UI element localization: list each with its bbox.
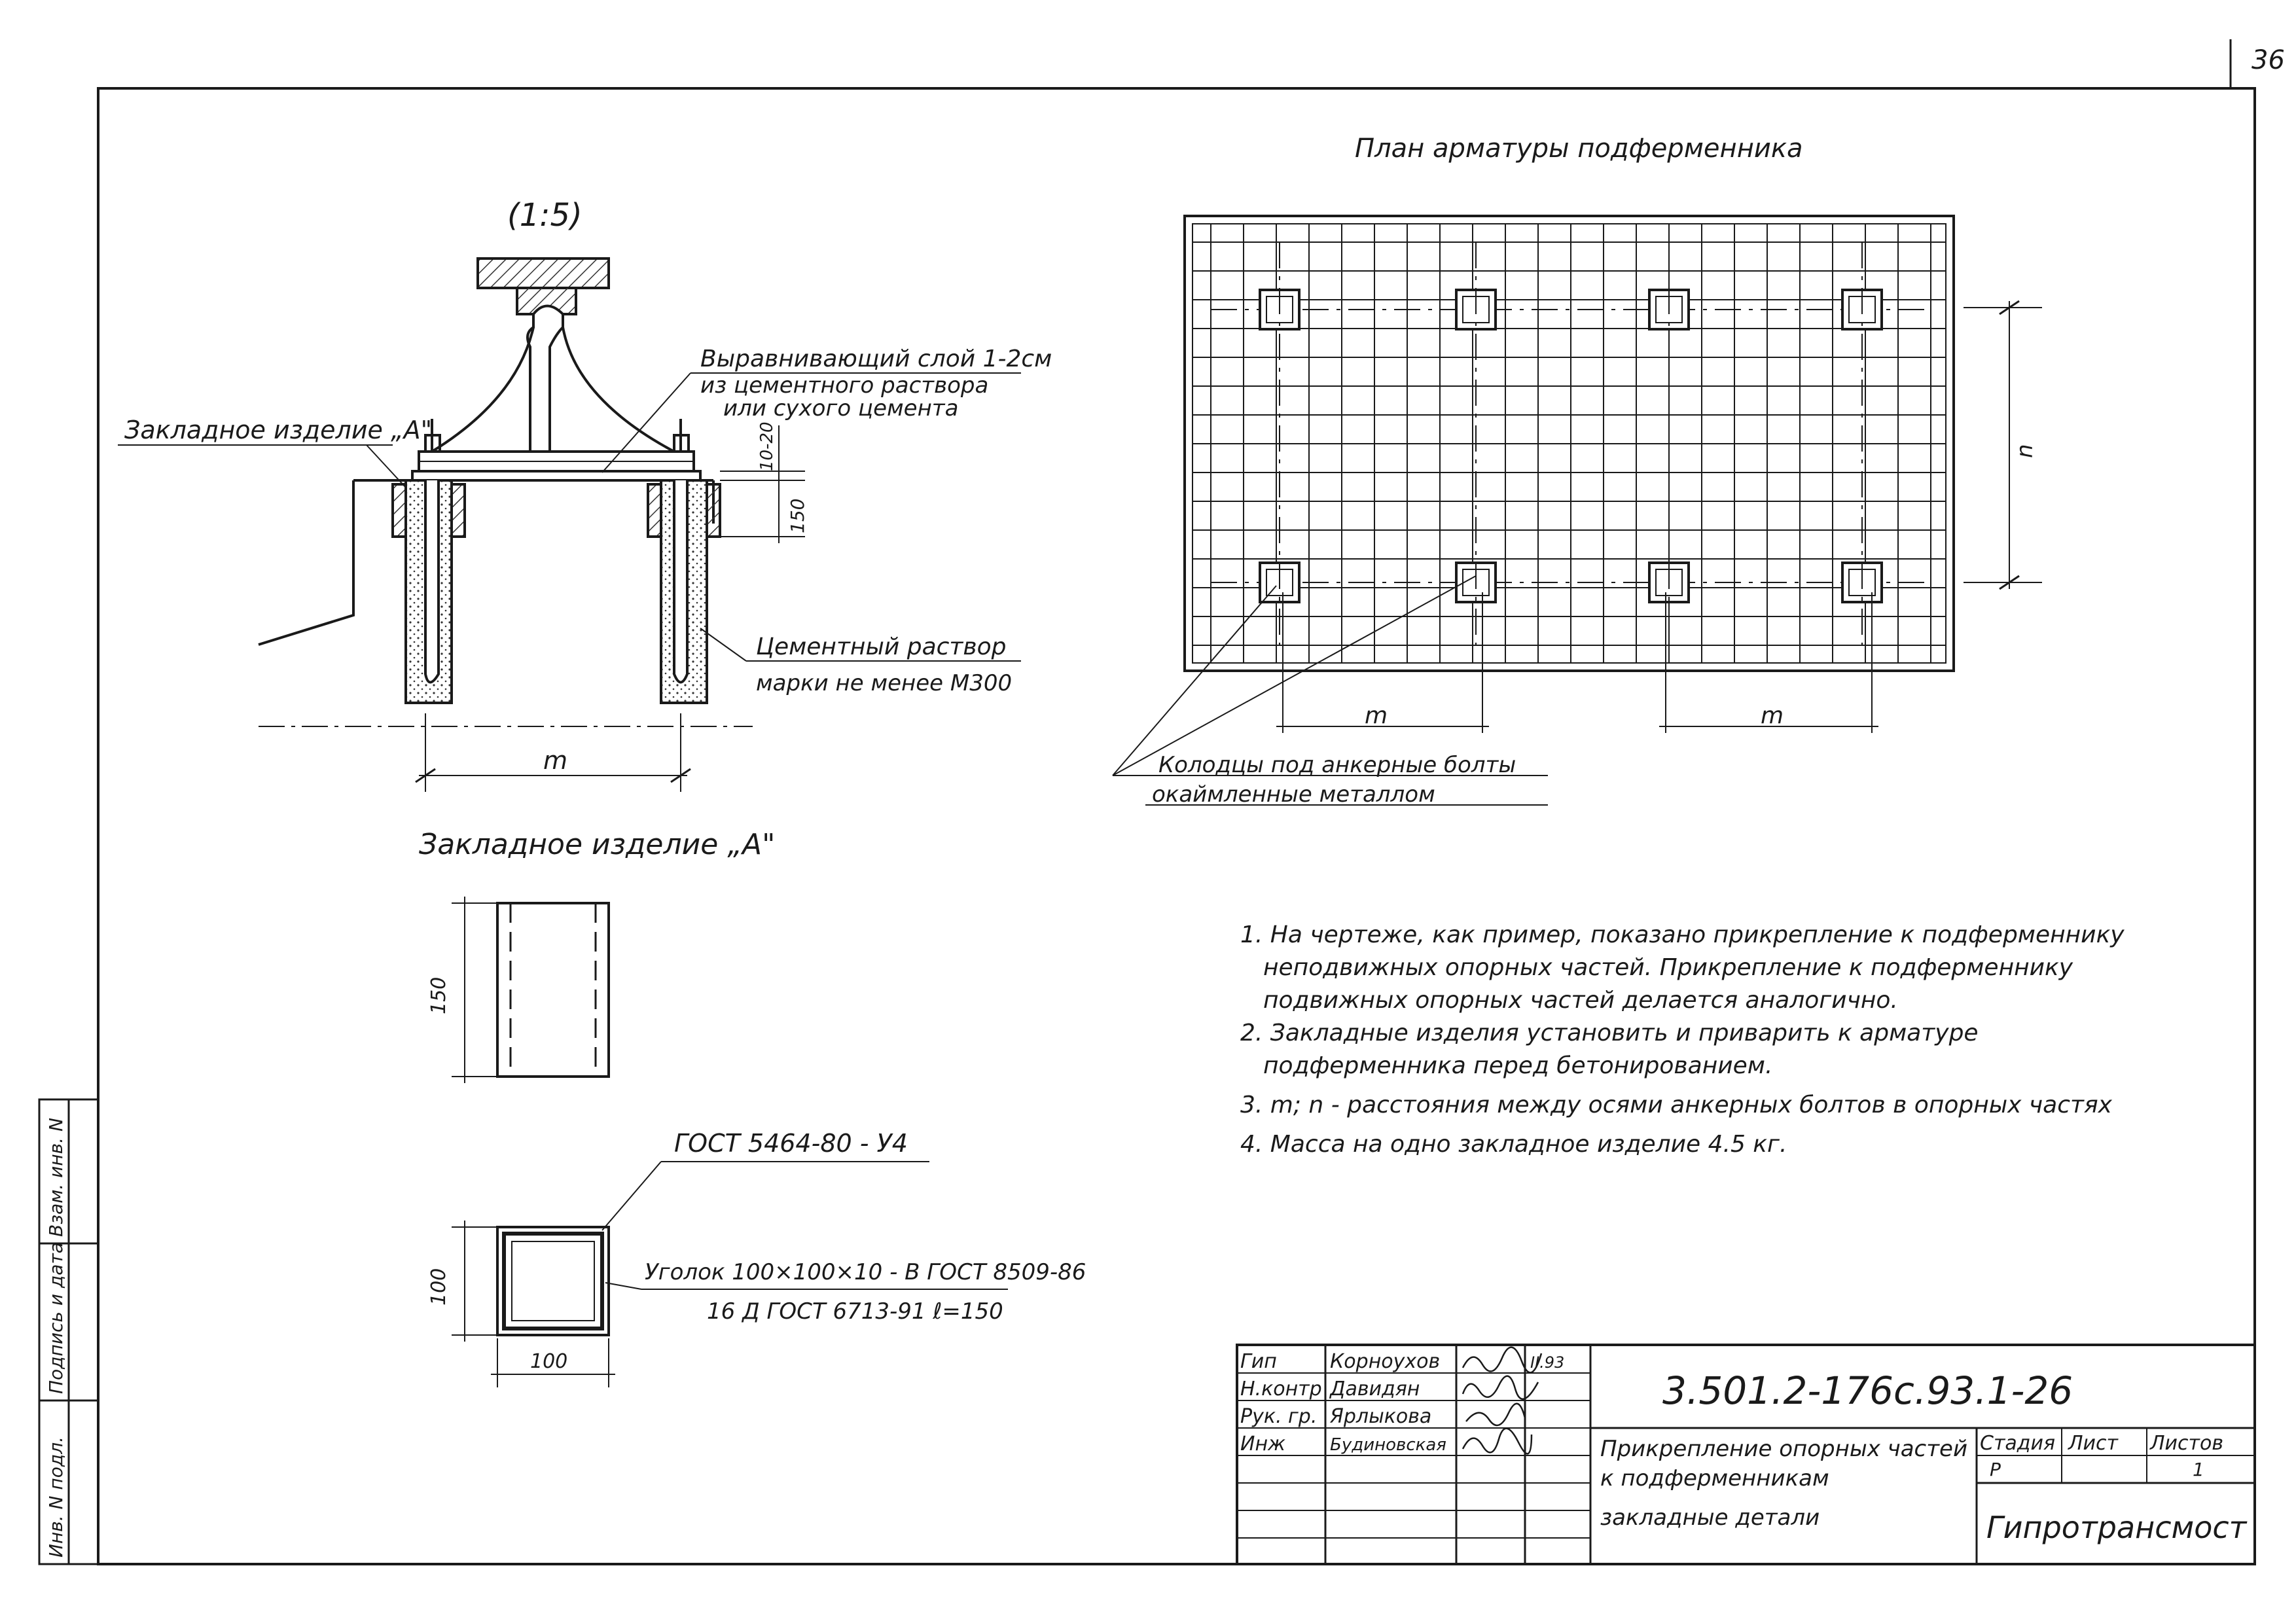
embedded-side-150: 150	[427, 977, 450, 1014]
stamp-signature-date: Подпись и дата	[45, 1242, 67, 1394]
plan-annotations	[1112, 300, 2042, 806]
tb-name: Давидян	[1329, 1378, 1420, 1400]
tb-stage-value: Р	[1990, 1459, 2001, 1480]
leveling-layer-line1: Выравнивающий слой 1-2см	[700, 346, 1052, 372]
embedded-bottom-100: 100	[530, 1350, 567, 1373]
embedded-item-title: Закладное изделие „А"	[419, 828, 775, 861]
cement-mortar-line1: Цементный раствор	[756, 633, 1006, 660]
notes-block: 1. На чертеже, как пример, показано прик…	[1240, 921, 2125, 1158]
rebar-grid	[1183, 215, 1955, 672]
angle-callout-line1: Уголок 100×100×10 - В ГОСТ 8509-86	[645, 1259, 1086, 1285]
dim-n: n	[2012, 444, 2038, 458]
tb-sheet-label: Лист	[2068, 1432, 2119, 1455]
wells-callout-line2: окаймленные металлом	[1152, 781, 1435, 808]
embedded-side-100: 100	[427, 1268, 450, 1306]
note-line: подферменника перед бетонированием.	[1263, 1052, 1772, 1079]
tb-name: Будиновская	[1330, 1435, 1446, 1455]
note-line: неподвижных опорных частей. Прикрепление…	[1263, 954, 2073, 981]
embedded-item-callout: Закладное изделие „А"	[124, 416, 432, 444]
plan-title: План арматуры подферменника	[1355, 134, 1803, 164]
tb-role: Рук. гр.	[1240, 1405, 1317, 1428]
tb-role: Гип	[1240, 1350, 1277, 1373]
note-line: 3. m; n - расстояния между осями анкерны…	[1240, 1092, 2113, 1118]
tb-description: Прикрепление опорных частей	[1600, 1436, 1967, 1462]
leveling-layer-line2: из цементного раствора	[700, 372, 988, 399]
leveling-layer-line3: или сухого цемента	[723, 395, 958, 421]
left-margin-stamp	[38, 1098, 99, 1565]
tb-organization: Гипротрансмост	[1986, 1510, 2248, 1545]
stamp-inv-podl: Инв. N подл.	[45, 1436, 67, 1558]
note-line: 1. На чертеже, как пример, показано прик…	[1240, 921, 2125, 948]
dim-m-section: m	[543, 746, 567, 775]
tb-sheets-value: 1	[2193, 1459, 2204, 1480]
embedded-item-views	[452, 897, 1008, 1387]
note-line: 2. Закладные изделия установить и привар…	[1240, 1020, 1979, 1046]
dim-m-plan-left: m	[1365, 702, 1388, 729]
angle-callout-line2: 16 Д ГОСТ 6713-91 ℓ=150	[707, 1298, 1003, 1325]
pedestal-outline	[1183, 215, 1955, 672]
signature-marks	[1462, 1346, 1543, 1455]
title-block	[1236, 1344, 2256, 1565]
stamp-vzam-inv: Взам. инв. N	[45, 1118, 67, 1237]
cement-mortar-line2: марки не менее М300	[756, 670, 1012, 696]
wells-callout-line1: Колодцы под анкерные болты	[1158, 752, 1516, 778]
page-number: 36	[2251, 45, 2285, 75]
gost-plate-callout: ГОСТ 5464-80 - У4	[674, 1129, 908, 1158]
dim-150: 150	[787, 499, 808, 533]
tb-description: закладные детали	[1600, 1505, 1820, 1531]
note-line: 4. Масса на одно закладное изделие 4.5 к…	[1240, 1131, 1787, 1158]
note-line: подвижных опорных частей делается аналог…	[1263, 987, 1898, 1014]
tb-role: Н.контр	[1240, 1378, 1322, 1400]
sheet-frame	[97, 39, 2256, 1565]
tb-sheets-label: Листов	[2149, 1432, 2223, 1455]
drawing-code: 3.501.2-176с.93.1-26	[1662, 1368, 2073, 1413]
tb-role: Инж	[1240, 1433, 1285, 1455]
dim-10-20: 10-20	[757, 421, 777, 471]
bearing-section	[118, 257, 1021, 792]
tb-description: к подферменникам	[1600, 1465, 1829, 1491]
scale-label: (1:5)	[507, 197, 583, 234]
tb-name: Ярлыкова	[1329, 1405, 1431, 1428]
dim-m-plan-right: m	[1761, 702, 1784, 729]
tb-stage-label: Стадия	[1980, 1432, 2055, 1455]
tb-name: Корноухов	[1330, 1350, 1440, 1373]
